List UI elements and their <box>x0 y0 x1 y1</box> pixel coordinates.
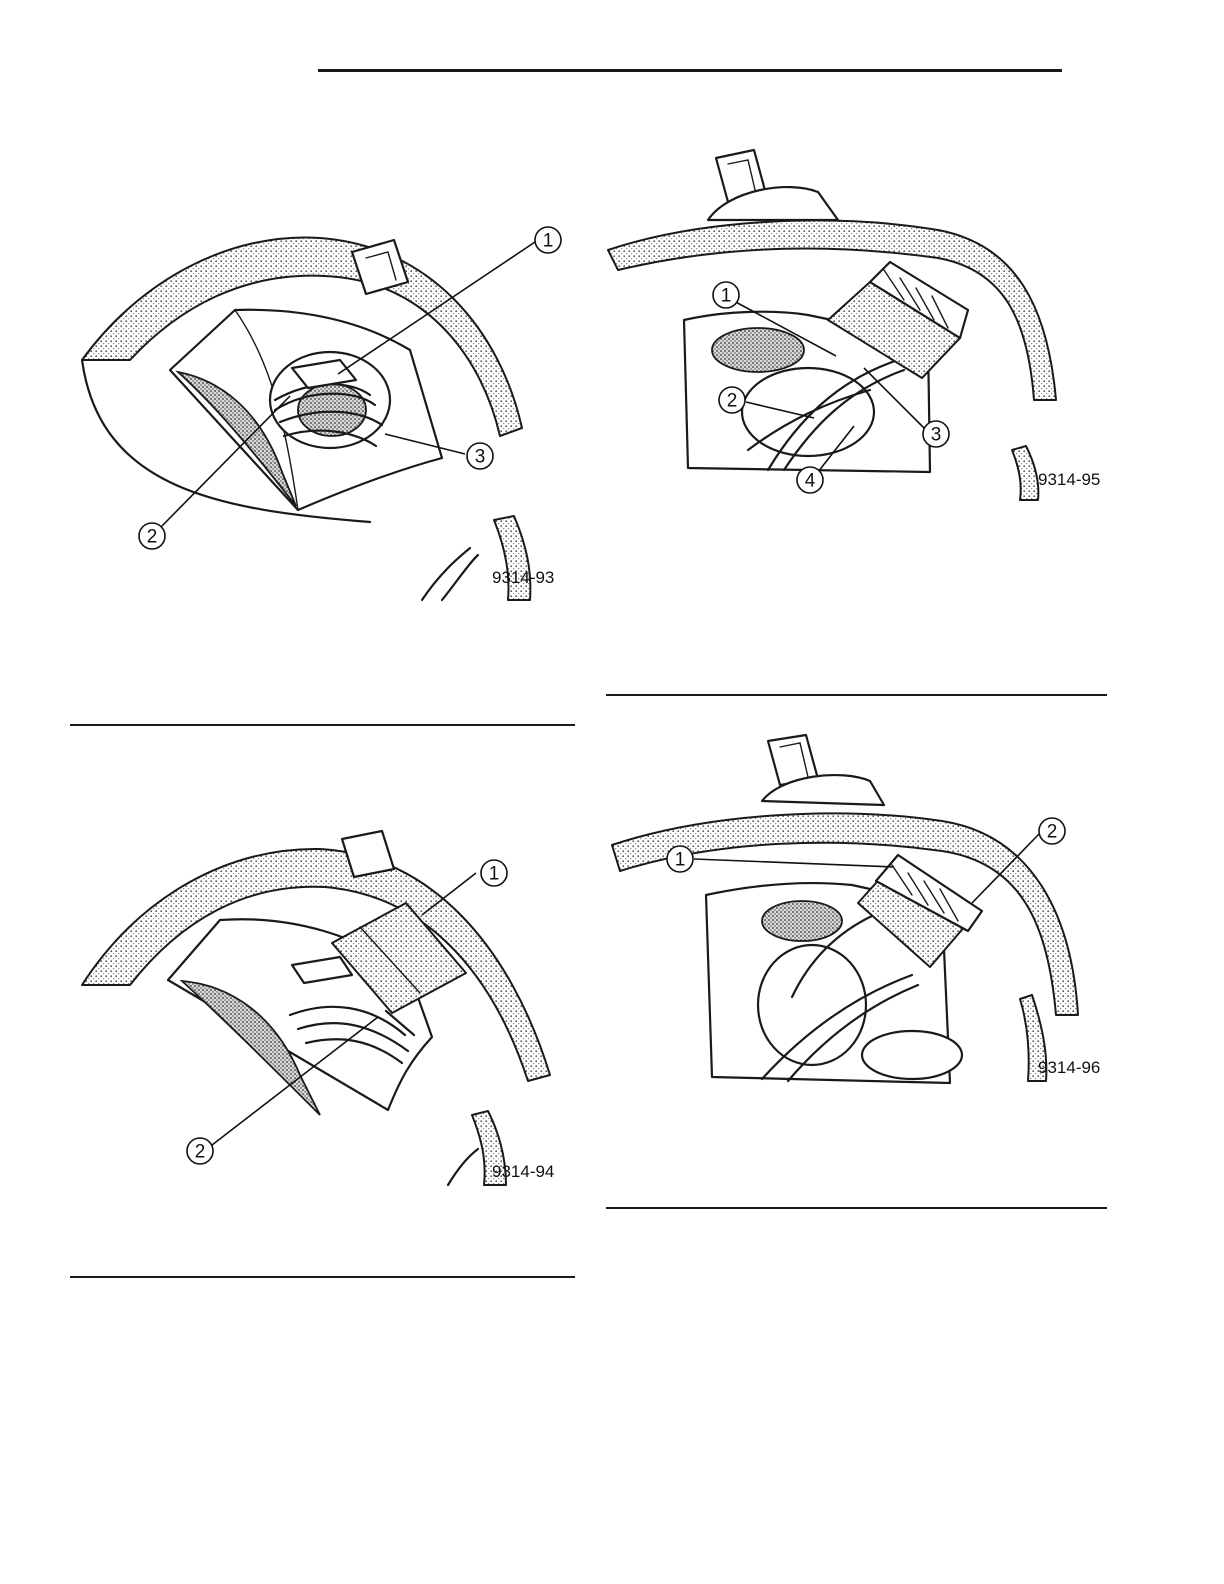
figure-9314-94-illustration: 1 2 <box>70 825 580 1185</box>
figure-9314-93-illustration: 1 3 2 <box>70 210 580 600</box>
callout-1: 1 <box>481 860 507 886</box>
svg-text:3: 3 <box>475 447 486 468</box>
divider-rule-left-1 <box>70 724 575 726</box>
callout-4: 4 <box>797 467 823 493</box>
figure-9314-94: 1 2 <box>70 825 580 1185</box>
figure-9314-96-illustration: 1 2 <box>612 735 1118 1085</box>
header-rule <box>318 69 1062 72</box>
figure-code-9314-94: 9314-94 <box>492 1162 554 1182</box>
callout-1: 1 <box>667 846 693 872</box>
callout-1: 1 <box>535 227 561 253</box>
figure-code-9314-95: 9314-95 <box>1038 470 1100 490</box>
callout-2: 2 <box>187 1138 213 1164</box>
svg-text:2: 2 <box>727 391 738 412</box>
callout-3: 3 <box>467 443 493 469</box>
figure-code-9314-96: 9314-96 <box>1038 1058 1100 1078</box>
svg-text:1: 1 <box>543 231 554 252</box>
svg-text:1: 1 <box>721 286 732 307</box>
figure-code-9314-93: 9314-93 <box>492 568 554 588</box>
callout-1: 1 <box>713 282 739 308</box>
figure-9314-95: 1 2 3 4 <box>608 150 1118 500</box>
figure-9314-96: 1 2 <box>612 735 1118 1085</box>
svg-text:2: 2 <box>147 527 158 548</box>
callout-2: 2 <box>1039 818 1065 844</box>
divider-rule-right-2 <box>606 1207 1107 1209</box>
callout-2: 2 <box>719 387 745 413</box>
svg-text:1: 1 <box>675 850 686 871</box>
svg-text:2: 2 <box>195 1142 206 1163</box>
svg-text:3: 3 <box>931 425 942 446</box>
svg-text:1: 1 <box>489 864 500 885</box>
figure-9314-95-illustration: 1 2 3 4 <box>608 150 1118 500</box>
callout-2: 2 <box>139 523 165 549</box>
svg-text:2: 2 <box>1047 822 1058 843</box>
figure-9314-93: 1 3 2 <box>70 210 580 600</box>
callout-3: 3 <box>923 421 949 447</box>
divider-rule-right-1 <box>606 694 1107 696</box>
divider-rule-left-2 <box>70 1276 575 1278</box>
svg-text:4: 4 <box>805 471 816 492</box>
